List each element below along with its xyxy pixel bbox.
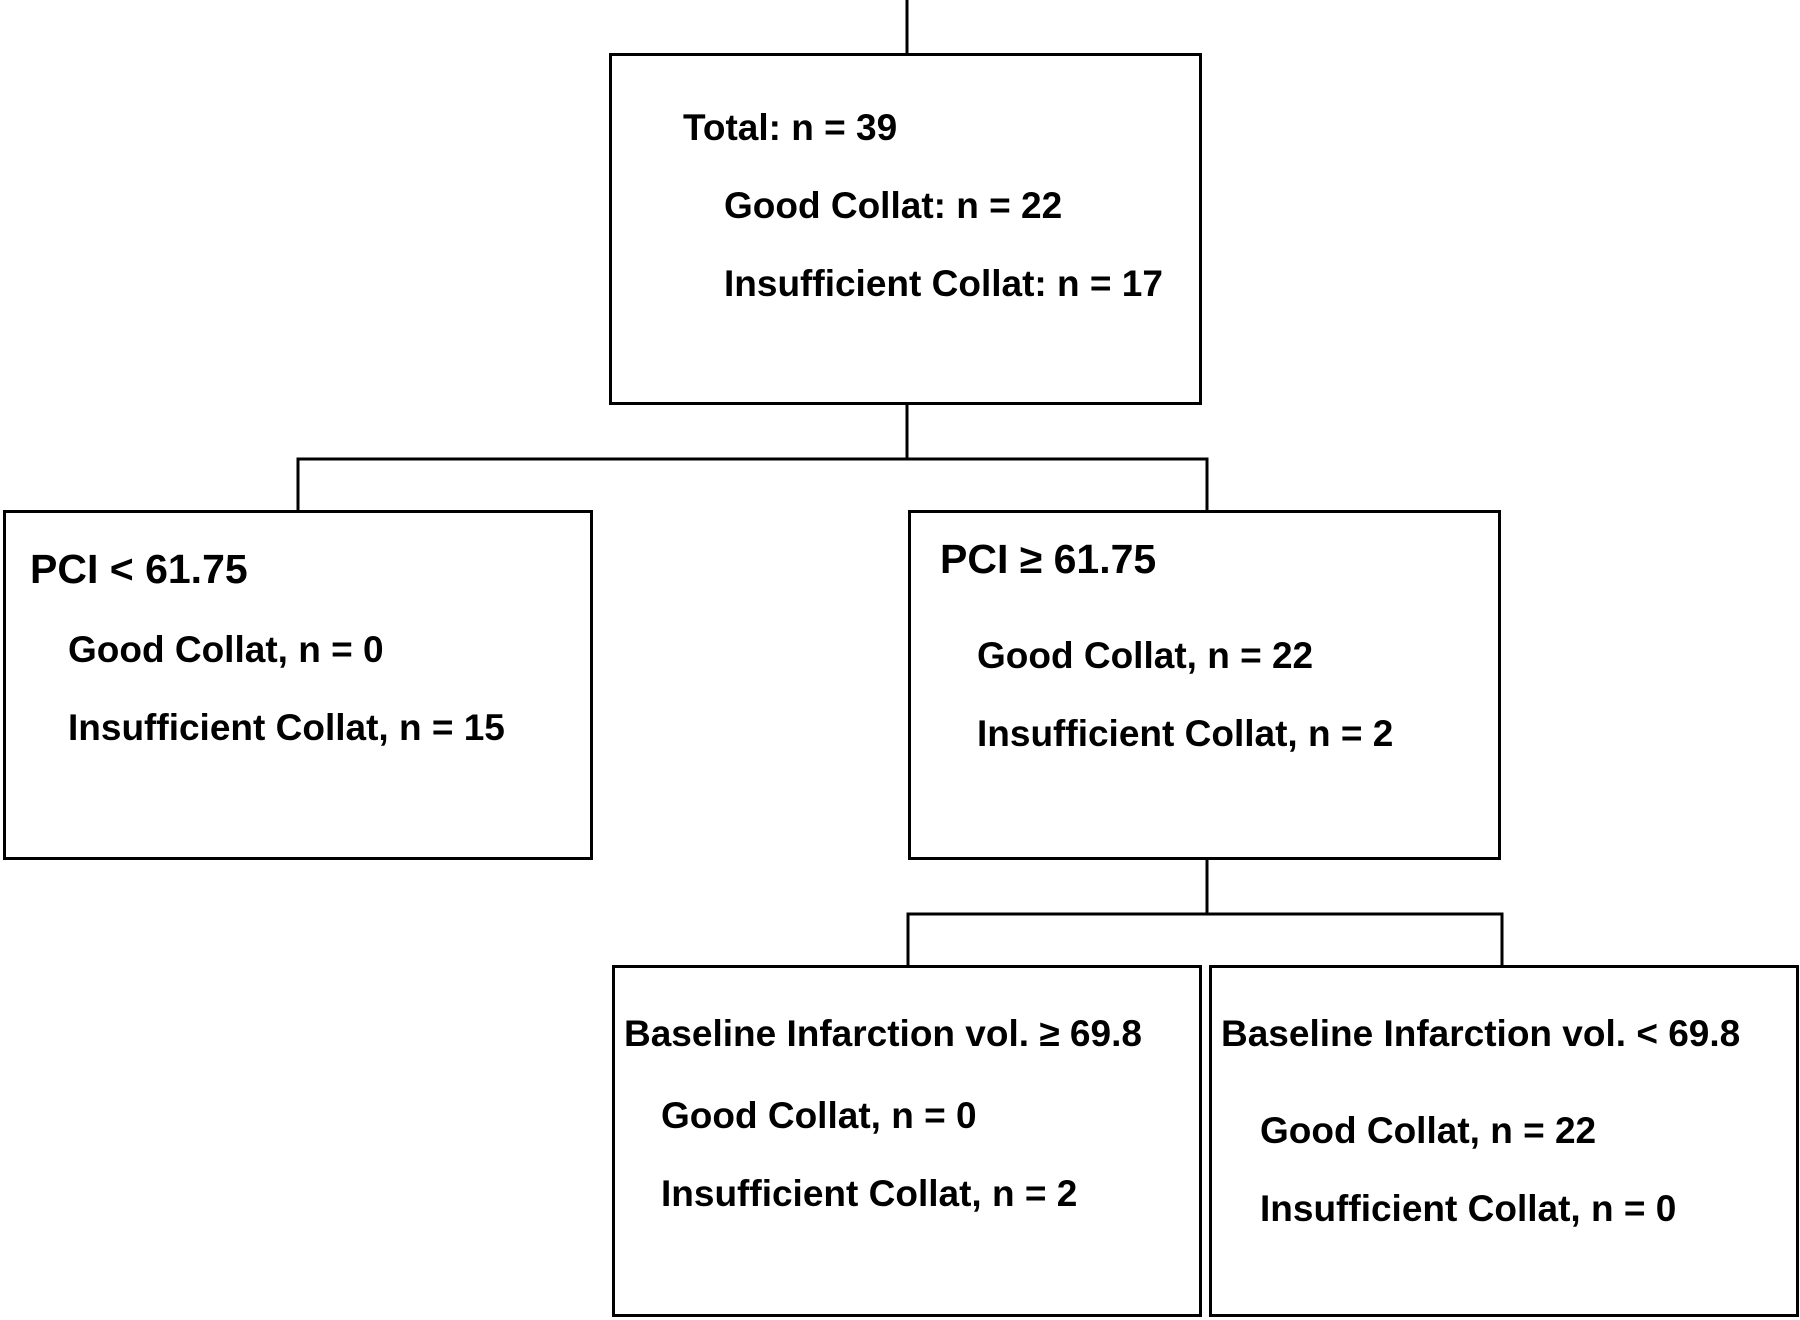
infarction-high-good-collat-label: Good Collat, n = 0 xyxy=(661,1095,977,1136)
infarction-low-condition: Baseline Infarction vol. < 69.8 xyxy=(1221,1013,1741,1054)
pci-above-node: PCI ≥ 61.75 Good Collat, n = 22 Insuffic… xyxy=(908,510,1501,860)
pci-above-good-collat-label: Good Collat, n = 22 xyxy=(977,635,1314,676)
pci-below-good-collat-label: Good Collat, n = 0 xyxy=(68,629,384,670)
infarction-low-good-collat-label: Good Collat, n = 22 xyxy=(1260,1110,1597,1151)
infarction-low-insufficient-collat-label: Insufficient Collat, n = 0 xyxy=(1260,1188,1677,1229)
pci-below-condition: PCI < 61.75 xyxy=(30,546,248,592)
pci-above-insufficient-collat-label: Insufficient Collat, n = 2 xyxy=(977,713,1394,754)
root-insufficient-collat-label: Insufficient Collat: n = 17 xyxy=(724,263,1163,304)
infarction-high-node: Baseline Infarction vol. ≥ 69.8 Good Col… xyxy=(612,965,1202,1317)
infarction-high-condition: Baseline Infarction vol. ≥ 69.8 xyxy=(624,1013,1142,1054)
pci-below-node: PCI < 61.75 Good Collat, n = 0 Insuffici… xyxy=(3,510,593,860)
infarction-low-node: Baseline Infarction vol. < 69.8 Good Col… xyxy=(1209,965,1799,1317)
root-total-label: Total: n = 39 xyxy=(683,107,898,148)
pci-above-condition: PCI ≥ 61.75 xyxy=(940,536,1157,582)
root-node: Total: n = 39 Good Collat: n = 22 Insuff… xyxy=(609,53,1202,405)
infarction-high-insufficient-collat-label: Insufficient Collat, n = 2 xyxy=(661,1173,1078,1214)
pci-below-insufficient-collat-label: Insufficient Collat, n = 15 xyxy=(68,707,505,748)
root-good-collat-label: Good Collat: n = 22 xyxy=(724,185,1063,226)
